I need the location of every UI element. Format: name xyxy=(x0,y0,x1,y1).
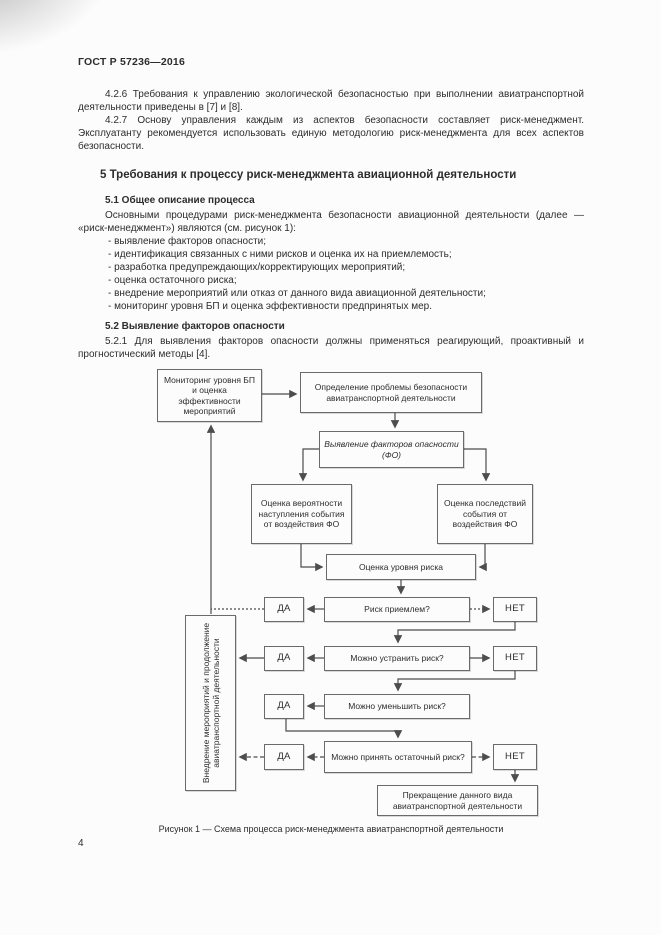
section-5-1-title: 5.1 Общее описание процесса xyxy=(105,195,255,206)
connector-hazard-to-consequences xyxy=(464,448,491,482)
bullet-item: - внедрение мероприятий или отказ от дан… xyxy=(108,288,486,299)
bullet-list: - выявление факторов опасности; - иденти… xyxy=(78,235,584,313)
node-risk-level-assessment: Оценка уровня риска xyxy=(326,554,476,580)
bullet-item: - мониторинг уровня БП и оценка эффектив… xyxy=(108,301,432,312)
node-measures-implementation: Внедрение мероприятий и продолжение авиа… xyxy=(185,615,236,791)
node-question-risk-eliminable: Можно устранить риск? xyxy=(324,646,470,671)
node-question-risk-acceptable: Риск приемлем? xyxy=(324,597,470,622)
node-yes-risk-eliminable: ДА xyxy=(264,646,304,671)
paragraph-5-2-1: 5.2.1 Для выявления факторов опасности д… xyxy=(78,336,584,360)
connector-yes3-to-q4 xyxy=(285,719,403,739)
node-no-risk-eliminable: НЕТ xyxy=(493,646,537,671)
node-monitoring: Мониторинг уровня БП и оценка эффективно… xyxy=(157,369,262,422)
paragraph-4-2-7: 4.2.7 Основу управления каждым из аспект… xyxy=(78,115,584,152)
section-5-title: 5 Требования к процессу риск-менеджмента… xyxy=(100,169,517,181)
node-no-residual-risk: НЕТ xyxy=(493,744,537,770)
connector-consequences-to-risklevel xyxy=(478,544,487,572)
page-number: 4 xyxy=(78,838,84,849)
connector-no2-to-q3 xyxy=(393,671,516,692)
node-yes-risk-reducible: ДА xyxy=(264,694,304,719)
bullet-item: - разработка предупреждающих/корректирую… xyxy=(108,262,406,273)
node-measures-implementation-label: Внедрение мероприятий и продолжение авиа… xyxy=(200,622,221,784)
node-probability-assessment: Оценка вероятности наступления события о… xyxy=(251,484,352,544)
connector-probability-to-risklevel xyxy=(300,544,324,572)
body-text: 4.2.6 Требования к управлению экологичес… xyxy=(78,88,584,361)
connector-hazard-to-probability xyxy=(298,448,319,482)
section-5-1-intro: Основными процедурами риск-менеджмента б… xyxy=(78,210,584,234)
node-no-risk-acceptable: НЕТ xyxy=(493,597,537,622)
connector-no1-to-q2 xyxy=(393,622,516,644)
section-5-2-title: 5.2 Выявление факторов опасности xyxy=(105,321,285,332)
node-yes-risk-acceptable: ДА xyxy=(264,597,304,622)
figure-caption: Рисунок 1 — Схема процесса риск-менеджме… xyxy=(158,824,504,834)
bullet-item: - оценка остаточного риска; xyxy=(108,275,237,286)
node-activity-termination: Прекращение данного вида авиатранспортно… xyxy=(377,785,538,816)
node-question-residual-risk: Можно принять остаточный риск? xyxy=(324,741,472,773)
bullet-item: - выявление факторов опасности; xyxy=(108,236,267,247)
node-consequences-assessment: Оценка последствий события от воздействи… xyxy=(437,484,533,544)
bullet-item: - идентификация связанных с ними рисков … xyxy=(108,249,452,260)
document-header: ГОСТ Р 57236—2016 xyxy=(78,56,186,68)
node-problem-definition: Определение проблемы безопасности авиатр… xyxy=(300,372,482,413)
node-yes-residual-risk: ДА xyxy=(264,744,304,770)
node-hazard-identification: Выявление факторов опасности (ФО) xyxy=(319,431,464,468)
paragraph-4-2-6: 4.2.6 Требования к управлению экологичес… xyxy=(78,89,584,113)
node-question-risk-reducible: Можно уменьшить риск? xyxy=(324,694,470,719)
